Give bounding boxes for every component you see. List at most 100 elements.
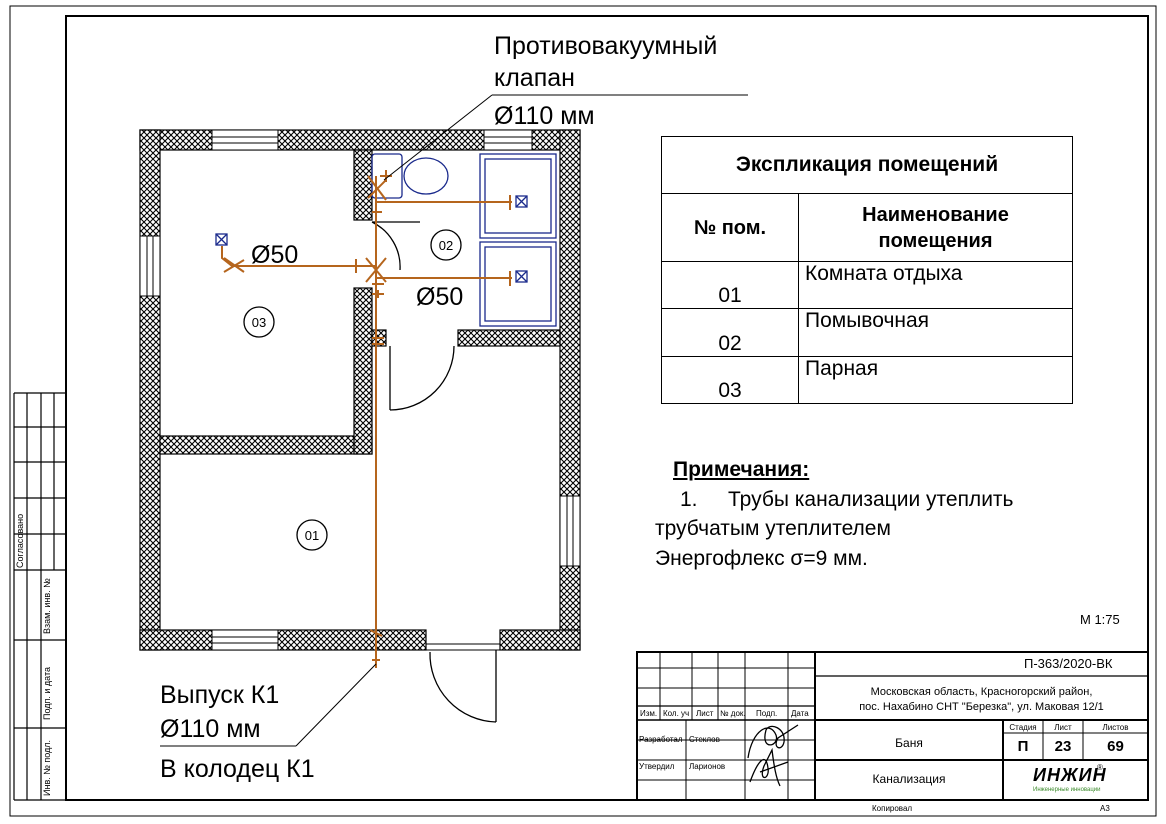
object-name: Баня: [895, 736, 923, 750]
approved-name: Ларионов: [689, 762, 726, 771]
window-top-right: [483, 129, 533, 151]
sheet-label: Лист: [1054, 723, 1072, 732]
col-ndoc: № док.: [720, 709, 746, 718]
signature-developer: [747, 724, 799, 759]
notes-line2: трубчатым утеплителем: [655, 517, 891, 540]
explication-col-name-line1: Наименование: [862, 203, 1009, 226]
explication-title: Экспликация помещений: [661, 135, 1073, 195]
toilet-tank: [371, 153, 403, 199]
col-podp: Подп.: [756, 709, 778, 718]
room-mark-03-label: 03: [252, 315, 266, 330]
door-entrance: [429, 650, 497, 723]
wall-inner-vertical-upper: [353, 149, 373, 221]
sewer-pipes: [221, 170, 512, 668]
room-marks: [243, 229, 462, 551]
shower-tray-lower: [479, 241, 557, 327]
window-right: [559, 495, 581, 567]
scale-label: М 1:75: [1080, 612, 1120, 627]
room-mark-02-label: 02: [439, 238, 453, 253]
stage-label: Стадия: [1009, 723, 1037, 732]
col-kol: Кол. уч: [663, 709, 690, 718]
floor-plan: [139, 129, 581, 723]
col-data: Дата: [791, 709, 809, 718]
explication-table: Экспликация помещений № пом. Наименовани…: [661, 135, 1073, 405]
logo-subtitle: Инженерные инновации: [1033, 787, 1101, 793]
fixtures: [371, 153, 557, 327]
valve-label-line3: Ø110 мм: [494, 102, 595, 130]
explication-col-name-line2: помещения: [878, 229, 993, 252]
wall-corridor: [457, 329, 561, 347]
explication-col-name: Наименование помещения: [798, 193, 1073, 262]
stamp-inv-orig: Инв. № подл.: [42, 739, 52, 796]
developed-label: Разработал: [639, 735, 683, 744]
pipe-label-left: Ø50: [251, 241, 299, 269]
format-label: А3: [1100, 804, 1110, 813]
copied-label: Копировал: [872, 804, 913, 813]
table-row: 01 Комната отдыха: [661, 260, 1073, 310]
shower-tray-upper: [479, 153, 557, 239]
signature-approver: [749, 747, 789, 787]
room-num: 03: [661, 355, 799, 405]
valve-leader: [383, 94, 493, 181]
title-block-grid: [636, 651, 1149, 801]
sheet-value: 23: [1054, 738, 1072, 755]
wall-inner-vertical-lower: [353, 287, 373, 455]
company-logo: ИНЖИН ® Инженерные инновации: [1003, 760, 1148, 800]
sheets-value: 69: [1107, 738, 1124, 755]
outlet-label-line3: В колодец К1: [160, 755, 315, 783]
room-mark-03: [243, 306, 275, 338]
table-row: 03 Парная: [661, 355, 1073, 405]
logo-text: ИНЖИН: [1033, 765, 1107, 785]
side-stamp: [13, 392, 66, 801]
drain-icon-steam: [215, 233, 228, 246]
stamp-sign-date: Подп. и дата: [42, 666, 52, 720]
wall-right: [559, 129, 581, 651]
drawing-name: Канализация: [872, 772, 946, 786]
window-top-left: [211, 129, 279, 151]
notes-title: Примечания:: [673, 458, 810, 481]
room-mark-01: [296, 519, 328, 551]
window-bottom: [211, 629, 279, 651]
door-entrance-frame: [425, 643, 501, 651]
drain-icon-lower: [515, 270, 528, 283]
drain-icon-upper: [515, 195, 528, 208]
inner-frame: [65, 15, 1149, 801]
outlet-leader: [295, 663, 377, 747]
valve-label-line2: клапан: [494, 64, 575, 92]
pipe-label-right: Ø50: [416, 283, 464, 311]
stamp-inv-replace: Взам. инв. №: [42, 578, 52, 634]
toilet-bowl-icon: [403, 157, 449, 195]
outlet-label-line2: Ø110 мм: [160, 715, 261, 743]
outer-frame: [9, 5, 1157, 817]
room-name: Парная: [798, 355, 1073, 405]
room-num: 02: [661, 308, 799, 357]
door-wash-room: [389, 345, 455, 411]
notes-line3: Энергофлекс σ=9 мм.: [655, 547, 868, 570]
sheets-label: Листов: [1102, 723, 1129, 732]
address-line2: пос. Нахабино СНТ "Березка", ул. Маковая…: [859, 701, 1104, 713]
valve-label-line1: Противовакуумный: [494, 32, 718, 60]
wall-left: [139, 129, 161, 651]
notes-line1: Трубы канализации утеплить: [728, 488, 1014, 511]
col-izm: Изм.: [640, 709, 658, 718]
approved-label: Утвердил: [639, 762, 675, 771]
room-num: 01: [661, 260, 799, 310]
developed-name: Стеклов: [689, 735, 720, 744]
table-row: 02 Помывочная: [661, 308, 1073, 357]
stamp-agreed: Согласовано: [15, 513, 25, 568]
col-list: Лист: [696, 709, 714, 718]
room-name: Комната отдыха: [798, 260, 1073, 310]
room-name: Помывочная: [798, 308, 1073, 357]
doc-code: П-363/2020-ВК: [1024, 656, 1113, 671]
wall-bottom-right: [499, 629, 581, 651]
room-mark-01-label: 01: [305, 528, 319, 543]
drains: [215, 195, 528, 283]
wall-bottom-left: [139, 629, 427, 651]
leaders: [160, 94, 748, 747]
stage-value: П: [1017, 738, 1029, 755]
logo-reg: ®: [1097, 763, 1103, 772]
address-line1: Московская область, Красногорский район,: [870, 686, 1093, 698]
door-steam-room: [371, 221, 420, 271]
wall-steam-partition: [159, 435, 373, 455]
window-left: [139, 235, 161, 297]
